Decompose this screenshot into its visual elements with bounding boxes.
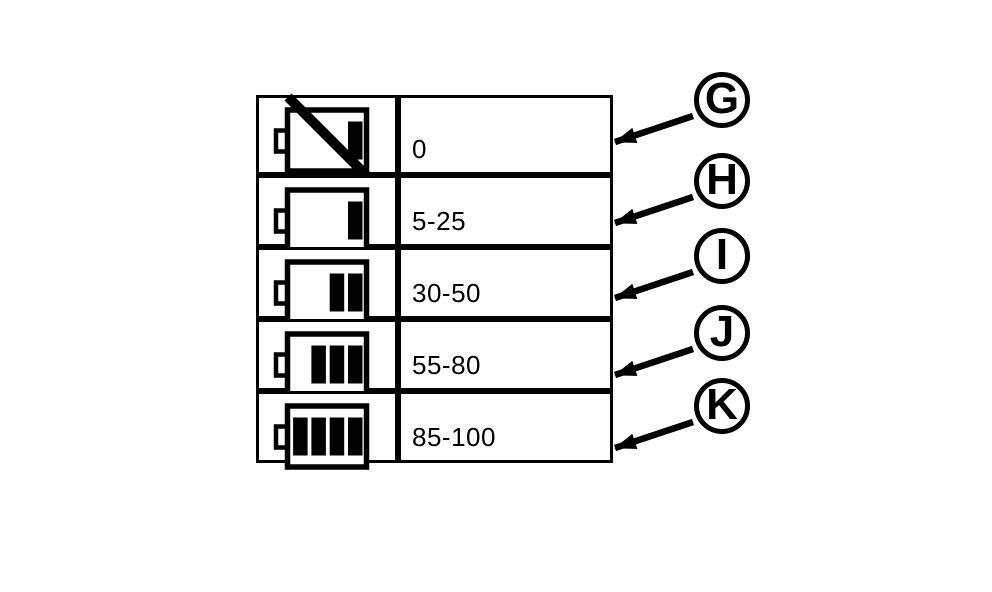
callout-letter: H: [706, 155, 738, 204]
charge-range-label: 5-25: [412, 206, 467, 236]
charge-range-label: 0: [412, 134, 427, 164]
battery-icon: [273, 93, 371, 180]
arrow-h-icon: [613, 193, 695, 227]
battery-icon: [273, 187, 370, 254]
table-row: 0: [256, 93, 613, 180]
callout-circle-j: J: [694, 305, 750, 361]
battery-charge-bar: [348, 273, 363, 312]
table-row: 30-50: [256, 247, 613, 326]
arrow-i-icon: [613, 268, 695, 302]
battery-charge-bar: [348, 417, 363, 456]
table-row: 85-100: [256, 391, 613, 470]
battery-charge-bar: [348, 121, 363, 160]
charge-range-cell: 0: [398, 95, 613, 175]
charge-range-cell: 30-50: [398, 247, 613, 319]
arrow-j-icon: [613, 345, 695, 379]
battery-icon-cell: [256, 319, 398, 398]
arrow-k-icon: [613, 418, 695, 452]
battery-charge-bar: [329, 273, 345, 312]
callout-circle-i: I: [694, 228, 750, 284]
callout-letter: J: [709, 307, 735, 356]
charge-range-cell: 5-25: [398, 175, 613, 247]
callout-circle-g: G: [694, 72, 750, 128]
charge-range-cell: 85-100: [398, 391, 613, 463]
battery-icon: [273, 331, 370, 398]
battery-icon-cell: [256, 93, 398, 180]
charge-range-label: 85-100: [412, 422, 496, 452]
charge-range-label: 30-50: [412, 278, 481, 308]
battery-charge-bar: [329, 345, 345, 384]
battery-icon-cell: [256, 175, 398, 254]
arrow-g-icon: [613, 112, 695, 146]
table-row: 5-25: [256, 175, 613, 254]
callout-circle-k: K: [694, 378, 750, 434]
callout-circle-h: H: [694, 153, 750, 209]
battery-charge-bar: [311, 417, 326, 456]
callout-letter: I: [715, 230, 729, 279]
battery-icon: [273, 403, 370, 470]
battery-charge-bar: [348, 345, 363, 384]
charge-range-cell: 55-80: [398, 319, 613, 391]
no-battery-slash-icon: [284, 93, 371, 180]
battery-icon-cell: [256, 247, 398, 326]
callout-letter: K: [706, 380, 738, 429]
battery-charge-bar: [329, 417, 345, 456]
charge-range-label: 55-80: [412, 350, 481, 380]
battery-icon-cell: [256, 391, 398, 470]
battery-legend-table: 0 5-25 30-50: [256, 93, 613, 470]
battery-charge-bar: [293, 417, 308, 456]
callout-letter: G: [704, 74, 740, 123]
table-row: 55-80: [256, 319, 613, 398]
battery-charge-bar: [348, 201, 363, 240]
battery-charge-bar: [311, 345, 326, 384]
